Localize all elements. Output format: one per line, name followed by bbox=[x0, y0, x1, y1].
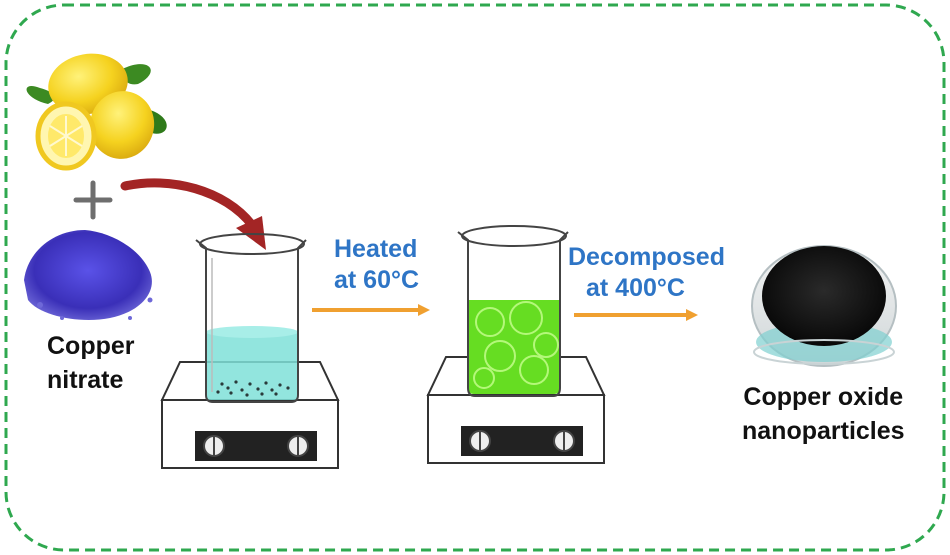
step1-label: Heated at 60°C bbox=[334, 234, 419, 296]
beaker-icon bbox=[458, 226, 568, 396]
product-label: Copper oxide nanoparticles bbox=[742, 380, 905, 448]
step1-label-line1: Heated bbox=[334, 234, 419, 265]
blue-powder-icon bbox=[24, 230, 153, 320]
product-label-line1: Copper oxide bbox=[742, 380, 905, 414]
lemon-icon bbox=[27, 48, 167, 168]
step1-label-line2: at 60°C bbox=[334, 265, 419, 296]
plus-icon bbox=[76, 183, 110, 217]
reactant-label-line2: nitrate bbox=[47, 363, 135, 397]
step2-label: Decomposed at 400°C bbox=[568, 242, 725, 304]
product-label-line2: nanoparticles bbox=[742, 414, 905, 448]
step2-label-line2: at 400°C bbox=[568, 273, 725, 304]
beaker-icon bbox=[196, 234, 306, 402]
reactant-label-line1: Copper bbox=[47, 329, 135, 363]
addition-arrow bbox=[125, 183, 266, 250]
step2-label-line1: Decomposed bbox=[568, 242, 725, 273]
petri-dish-icon bbox=[752, 246, 896, 366]
reactant-label: Copper nitrate bbox=[47, 329, 135, 397]
